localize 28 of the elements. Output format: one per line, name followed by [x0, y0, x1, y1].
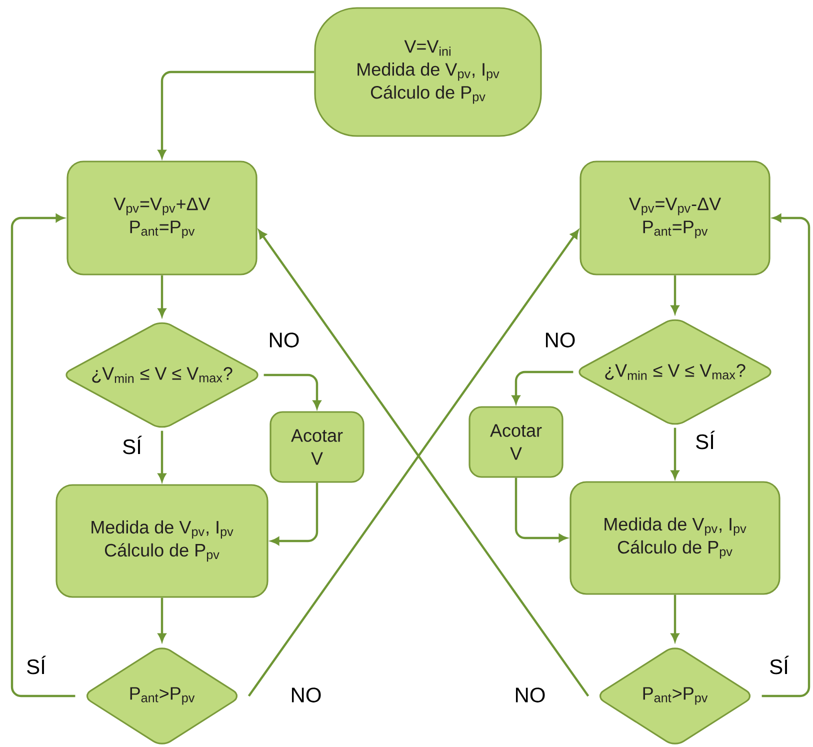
edge-label: SÍ: [768, 654, 790, 676]
arrow: [158, 275, 166, 317]
arrow: [671, 594, 679, 642]
edge-label: NO: [267, 332, 301, 348]
process-box: Acotar V: [468, 406, 564, 478]
arrow: [158, 598, 166, 642]
process-box: V$_{pv}$=V$_{pv}$-ΔV P$_{ant}$=P$_{pv}$: [580, 160, 770, 276]
arrow: [158, 430, 166, 482]
arrow: [762, 214, 810, 698]
process-box: Medida de V$_{pv}$, I$_{pv}$ Cálculo de P$_{pv}$: [56, 484, 268, 598]
process-box: V$_{pv}$=V$_{pv}$+ΔV P$_{ant}$=P$_{pv}$: [66, 160, 258, 276]
process-box: Acotar V: [270, 411, 364, 483]
edge-label: NO: [543, 332, 577, 348]
process-box: Medida de V$_{pv}$, I$_{pv}$ Cálculo de P$_{pv}$: [570, 481, 780, 595]
arrow: [10, 214, 76, 698]
arrow: [158, 70, 314, 158]
arrow: [264, 374, 321, 409]
start-box: V=V$_{ini}$ Medida de V$_{pv}$, I$_{pv}$ Cálculo de P$_{pv}$: [314, 7, 542, 137]
arrow: [671, 275, 679, 314]
arrow: [671, 428, 679, 479]
arrow: [514, 478, 568, 542]
edge-label: SÍ: [121, 434, 143, 456]
arrow: [512, 370, 574, 404]
edge-label: SÍ: [25, 654, 47, 676]
edge-label: NO: [289, 686, 323, 704]
edge-label: SÍ: [694, 430, 716, 450]
arrow: [271, 482, 318, 545]
edge-label: NO: [513, 686, 547, 704]
